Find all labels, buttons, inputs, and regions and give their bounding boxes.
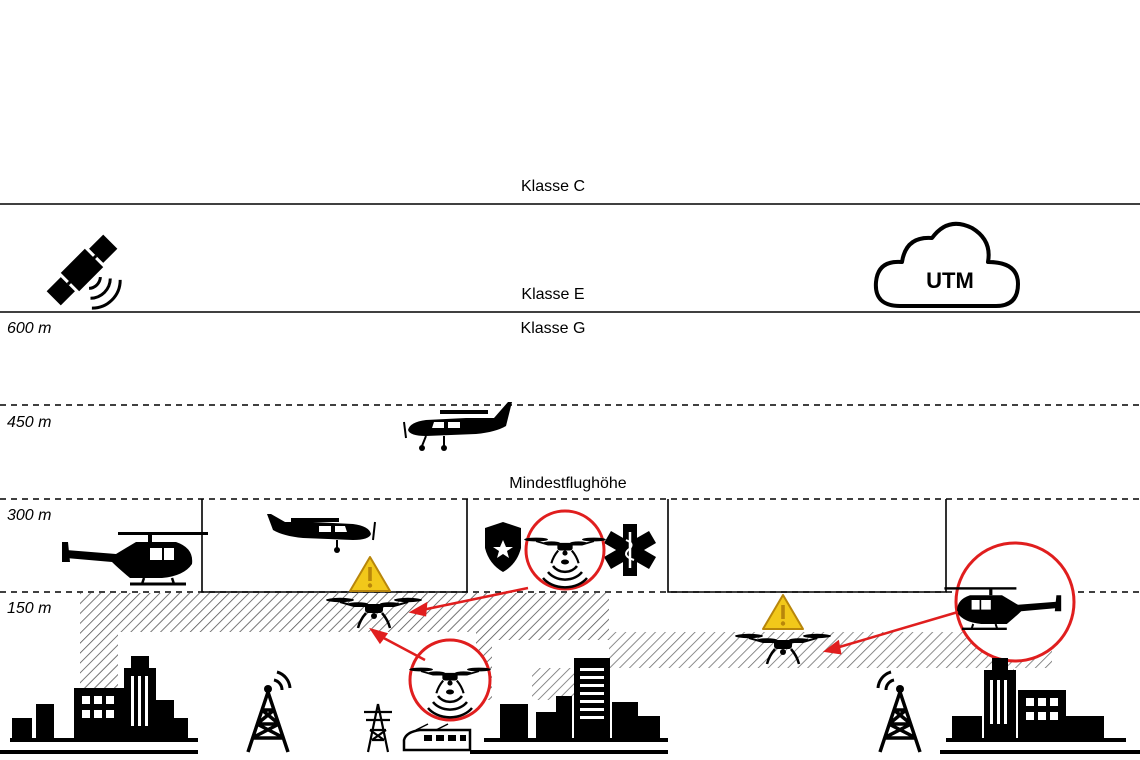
train-icon (402, 723, 472, 752)
altitude-label-600: 600 m (7, 320, 52, 337)
altitude-label-300: 300 m (7, 507, 52, 524)
minimum-altitude-label: Mindestflughöhe (509, 475, 627, 492)
warning-icon (349, 556, 391, 592)
altitude-label-150: 150 m (7, 600, 52, 617)
helicopter-icon (60, 530, 210, 586)
airplane-icon (403, 402, 512, 451)
signal-waves (542, 565, 588, 589)
signal-waves (427, 695, 473, 719)
police-badge-icon (485, 522, 521, 572)
cloud-icon (873, 221, 1020, 308)
airplane-icon (267, 514, 376, 553)
warning-icon (762, 594, 804, 630)
altitude-label-450: 450 m (7, 414, 52, 431)
city-skyline-icon (500, 658, 660, 740)
helicopter-alert-circle (954, 541, 1076, 663)
class-e-label: Klasse E (521, 286, 585, 303)
utm-label: UTM (926, 268, 974, 293)
alert-arrows (369, 586, 959, 662)
star-of-life-icon (603, 524, 657, 576)
radio-tower-icon (246, 670, 292, 754)
minimum-altitude-zones (201, 499, 947, 593)
drone-corridor-right (532, 632, 1052, 700)
power-pylon-icon (364, 703, 392, 753)
drone-corridor-left (80, 593, 609, 700)
class-c-label: Klasse C (520, 178, 586, 195)
ground-lines (0, 738, 1140, 754)
radio-tower-icon (876, 670, 922, 754)
satellite-icon (46, 234, 122, 310)
class-g-label: Klasse G (520, 320, 586, 337)
